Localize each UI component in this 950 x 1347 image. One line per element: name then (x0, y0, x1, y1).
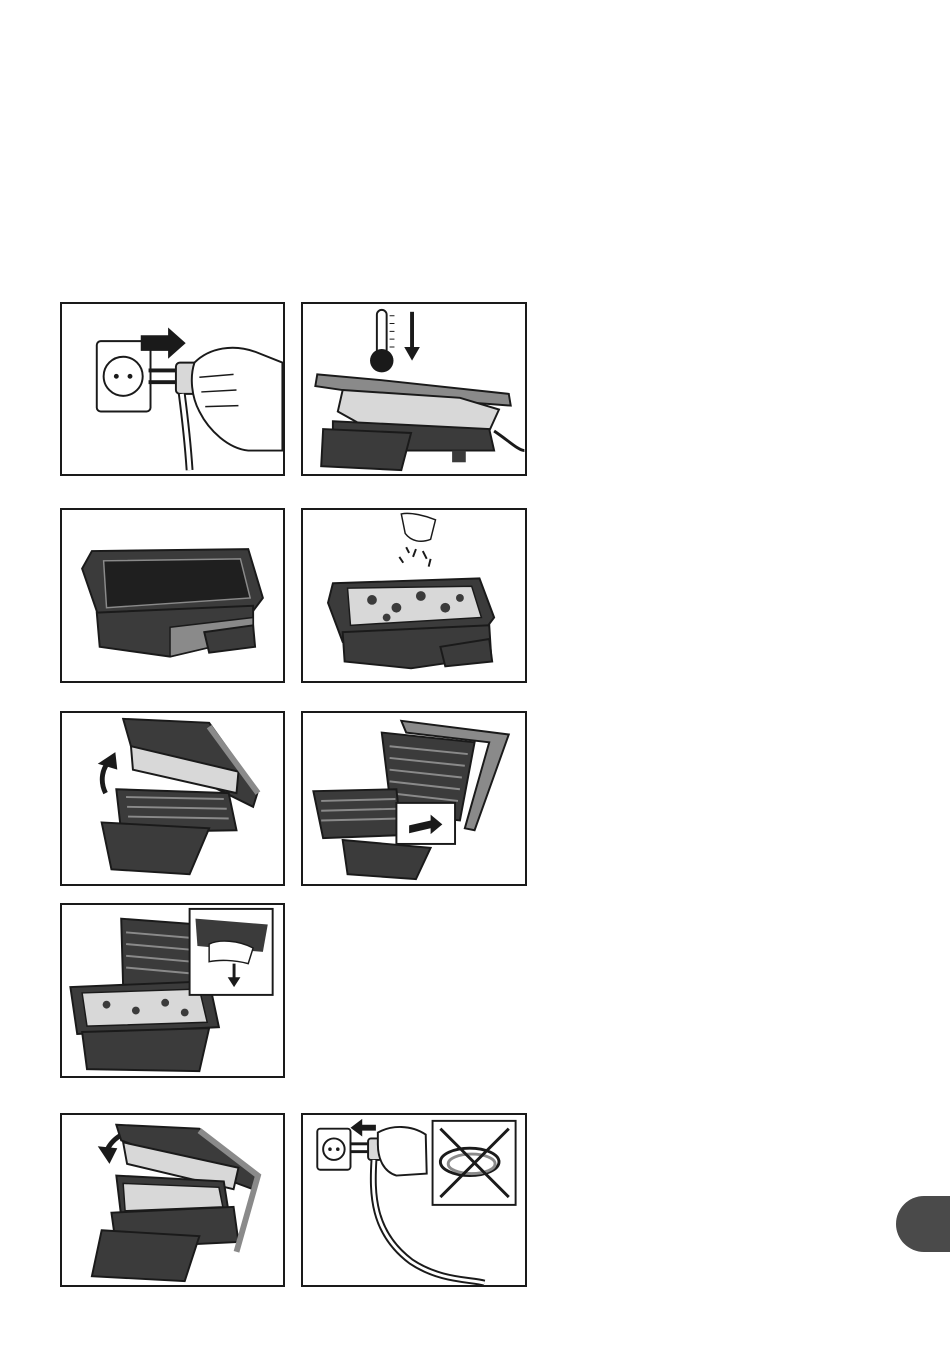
figure-unplug (301, 1113, 527, 1287)
insert-tray-inset-icon (62, 905, 283, 1076)
section-tab-marker (896, 1196, 950, 1252)
close-grill-lid-icon (62, 1115, 283, 1285)
figure-baking-tray (60, 508, 285, 683)
plug-into-socket-icon (62, 304, 283, 474)
open-grill-lid-icon (62, 713, 283, 884)
thermometer-down-icon (303, 304, 525, 474)
drip-tray-slide-icon (303, 713, 525, 884)
figure-open-lid (60, 711, 285, 886)
sprinkle-toppings-icon (303, 510, 525, 681)
figure-plug-in (60, 302, 285, 476)
figure-preheat (301, 302, 527, 476)
baking-tray-icon (62, 510, 283, 681)
figure-add-toppings (301, 508, 527, 683)
unplug-no-wrap-cord-icon (303, 1115, 525, 1285)
figure-close-lid (60, 1113, 285, 1287)
figure-insert-tray (60, 903, 285, 1078)
figure-remove-drip-tray (301, 711, 527, 886)
